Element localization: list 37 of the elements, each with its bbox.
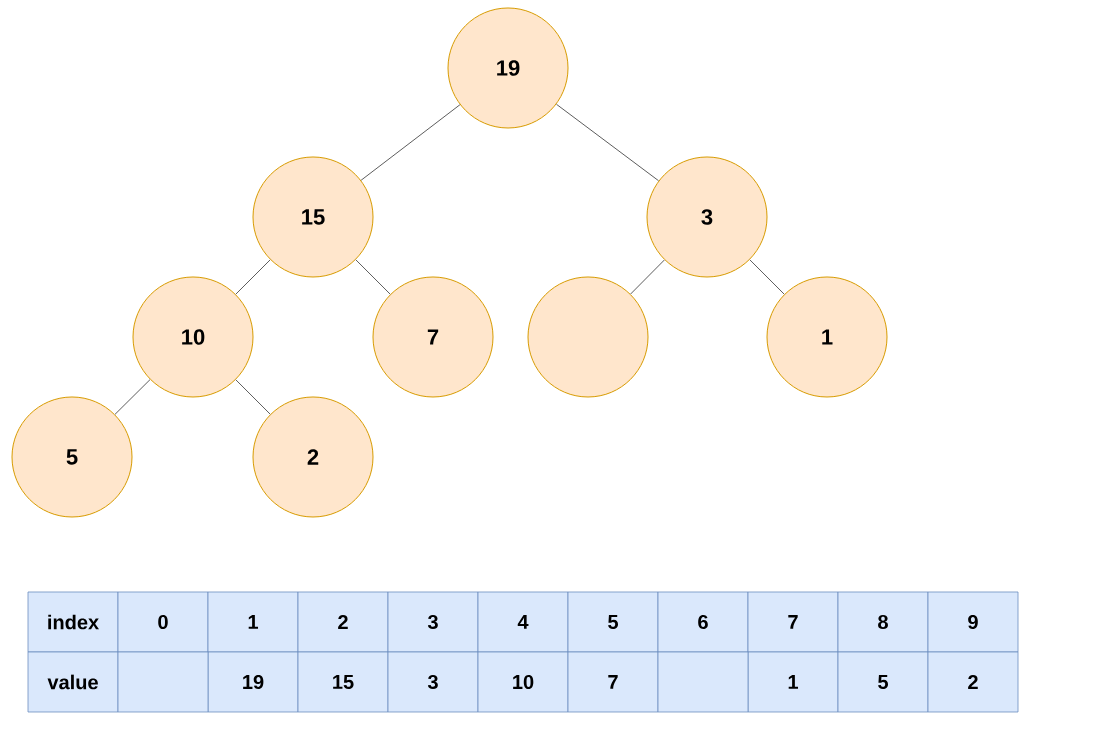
connector-line [355,259,391,295]
connector-line [360,104,461,181]
table-cell: 6 [657,591,749,653]
connector-line [749,259,785,295]
table-cell: 3 [387,591,479,653]
table-cell: 1 [747,651,839,713]
table-cell: 9 [927,591,1019,653]
tree-node: 19 [447,7,569,129]
table-cell: 8 [837,591,929,653]
tree-node: 3 [646,156,768,278]
table-cell: 2 [927,651,1019,713]
tree-node: 2 [252,396,374,518]
table-cell: 15 [297,651,389,713]
table-cell: 7 [567,651,659,713]
table-cell: 10 [477,651,569,713]
tree-node: 7 [372,276,494,398]
table-cell: 19 [207,651,299,713]
connector-line [235,379,271,415]
connector-line [235,259,271,295]
table-cell: 1 [207,591,299,653]
table-cell: 5 [567,591,659,653]
table-cell: 5 [837,651,929,713]
tree-node: 10 [132,276,254,398]
connector-line [630,259,665,295]
table-cell: index [27,591,119,653]
tree-node: 1 [766,276,888,398]
tree-node: 15 [252,156,374,278]
table-cell: 3 [387,651,479,713]
connector-line [556,103,659,182]
connector-line [114,379,151,415]
table-cell: 0 [117,591,209,653]
table-cell: value [27,651,119,713]
table-cell: 2 [297,591,389,653]
table-cell: 7 [747,591,839,653]
tree-node: 5 [11,396,133,518]
empty-node [527,276,649,398]
table-cell: 4 [477,591,569,653]
